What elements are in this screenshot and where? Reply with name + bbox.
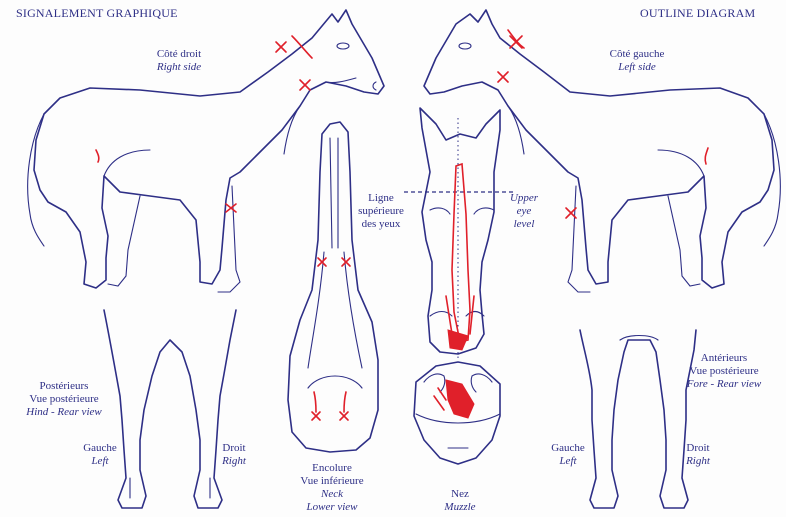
left-side-en: Left side	[618, 61, 656, 73]
muzzle-view	[414, 362, 500, 464]
hind-right-label: Droit Right	[212, 442, 256, 468]
neck-fr1: Encolure	[294, 462, 370, 475]
fore-right-fr: Droit	[676, 442, 720, 455]
eye-line-fr3: des yeux	[352, 218, 410, 231]
hind-rear-view	[104, 310, 236, 508]
hind-right-fr: Droit	[212, 442, 256, 455]
eye-line-en2: eye	[517, 205, 532, 217]
hind-en: Hind - Rear view	[26, 406, 101, 418]
neck-en2: Lower view	[306, 501, 357, 513]
muzzle-en: Muzzle	[444, 501, 475, 513]
right-side-label: Côté droit Right side	[134, 48, 224, 74]
neck-view-label: Encolure Vue inférieure Neck Lower view	[294, 462, 370, 514]
fore-left-fr: Gauche	[544, 442, 592, 455]
neck-fr2: Vue inférieure	[294, 475, 370, 488]
fore-fr2: Vue postérieure	[668, 365, 780, 378]
diagram-title-left: SIGNALEMENT GRAPHIQUE	[16, 6, 178, 21]
right-side-fr: Côté droit	[134, 48, 224, 61]
eye-line-en-label: Upper eye level	[502, 192, 546, 231]
muzzle-fr: Nez	[432, 488, 488, 501]
eye-line-en3: level	[514, 218, 535, 230]
fore-right-en: Right	[686, 455, 710, 467]
left-side-fr: Côté gauche	[592, 48, 682, 61]
hind-fr2: Vue postérieure	[16, 393, 112, 406]
head-front-view	[404, 108, 516, 360]
hind-right-en: Right	[222, 455, 246, 467]
fore-view-label: Antérieurs Vue postérieure Fore - Rear v…	[668, 352, 780, 391]
fore-en: Fore - Rear view	[687, 378, 761, 390]
fore-fr1: Antérieurs	[668, 352, 780, 365]
neck-lower-view	[288, 122, 378, 452]
eye-line-fr2: supérieure	[352, 205, 410, 218]
fore-left-en: Left	[559, 455, 576, 467]
hind-left-fr: Gauche	[76, 442, 124, 455]
muzzle-view-label: Nez Muzzle	[432, 488, 488, 514]
hind-view-label: Postérieurs Vue postérieure Hind - Rear …	[16, 380, 112, 419]
eye-line-fr-label: Ligne supérieure des yeux	[352, 192, 410, 231]
fore-left-label: Gauche Left	[544, 442, 592, 468]
eye-line-fr1: Ligne	[352, 192, 410, 205]
hind-left-label: Gauche Left	[76, 442, 124, 468]
left-side-label: Côté gauche Left side	[592, 48, 682, 74]
fore-right-label: Droit Right	[676, 442, 720, 468]
hind-fr1: Postérieurs	[16, 380, 112, 393]
neck-en1: Neck	[321, 488, 343, 500]
diagram-title-right: OUTLINE DIAGRAM	[640, 6, 755, 21]
right-side-en: Right side	[157, 61, 201, 73]
eye-line-en1: Upper	[510, 192, 538, 204]
hind-left-en: Left	[91, 455, 108, 467]
